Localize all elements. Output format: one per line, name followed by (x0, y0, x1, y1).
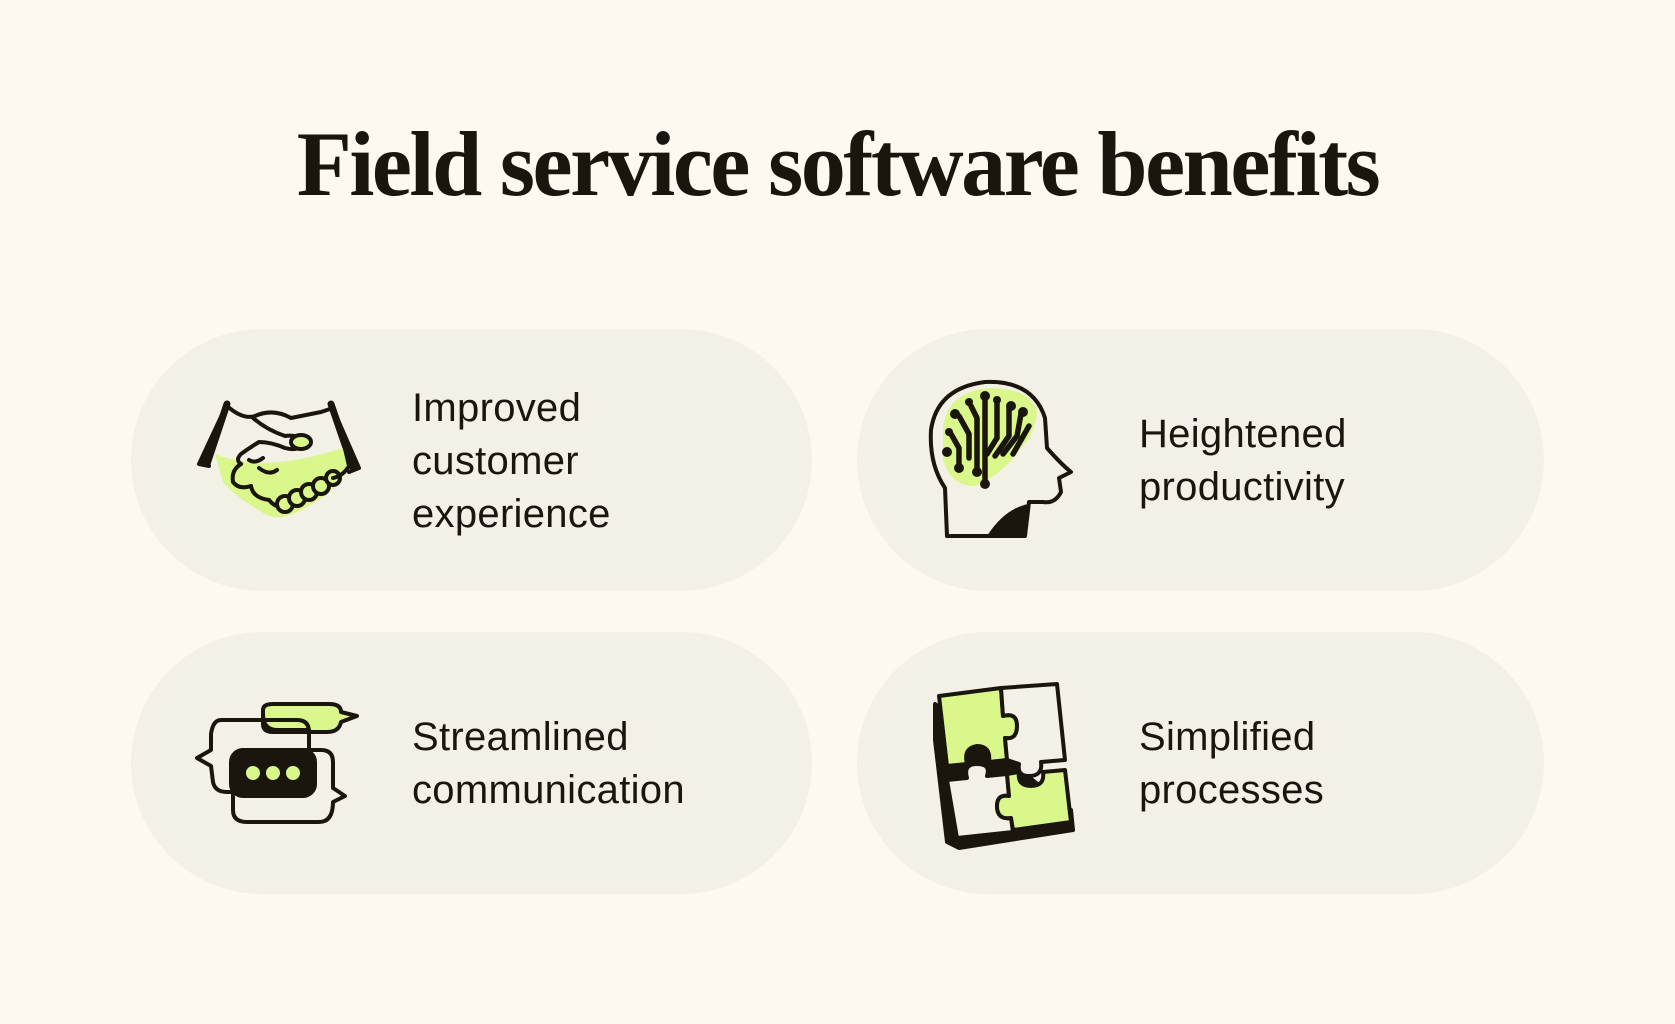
benefit-label-customer-experience: Improved customer experience (412, 386, 611, 536)
chat-bubbles-icon (195, 702, 359, 824)
page-title: Field service software benefits (296, 113, 1381, 215)
benefit-card-customer-experience (131, 329, 812, 591)
benefit-label-processes: Simplified processes (1139, 715, 1325, 812)
handshake-icon (197, 400, 361, 518)
benefit-label-communication: Streamlined communication (412, 715, 685, 812)
puzzle-pieces-icon (933, 682, 1075, 850)
benefit-label-productivity: Heightened productivity (1139, 412, 1347, 509)
brain-circuit-head-icon (928, 379, 1073, 538)
